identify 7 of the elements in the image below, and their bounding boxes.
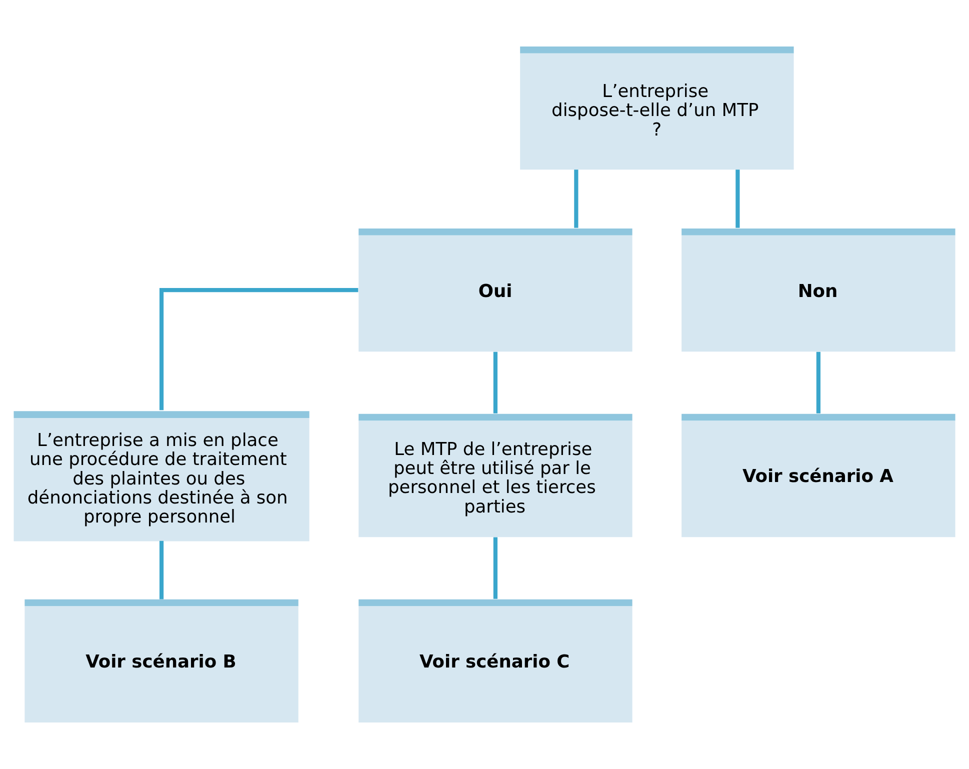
connector xyxy=(493,352,498,414)
connector xyxy=(816,352,820,414)
connector xyxy=(493,537,498,599)
connector xyxy=(736,170,740,228)
connector xyxy=(574,170,578,228)
connector xyxy=(159,288,358,410)
connector xyxy=(159,540,164,600)
